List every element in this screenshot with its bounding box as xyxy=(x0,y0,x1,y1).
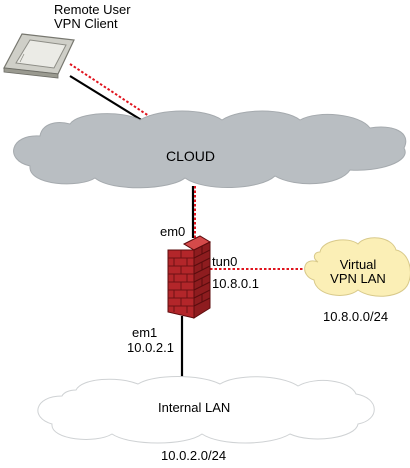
client-uplink xyxy=(69,75,144,122)
cloud-label: CLOUD xyxy=(166,148,216,164)
client-label-line2: VPN Client xyxy=(54,16,118,31)
internal-lan-cloud-icon xyxy=(37,376,375,444)
vpn-lan-subnet-label: 10.8.0.0/24 xyxy=(323,309,389,324)
internet-cloud-icon xyxy=(13,110,407,189)
vpn-lan-label-line2: VPN LAN xyxy=(330,271,386,286)
firewall-wan-interface-label: em0 xyxy=(160,224,186,239)
firewall-tunnel-ip-label: 10.8.0.1 xyxy=(212,276,259,291)
internal-lan-subnet-label: 10.0.2.0/24 xyxy=(161,448,227,463)
vpn-lan-cloud-icon xyxy=(304,237,410,297)
client-label-line1: Remote User xyxy=(54,2,131,17)
firewall-lan-interface-label: em1 xyxy=(132,325,158,340)
internal-lan-label: Internal LAN xyxy=(158,400,231,415)
firewall-lan-ip-label: 10.0.2.1 xyxy=(127,340,174,355)
firewall-tunnel-interface-label: tun0 xyxy=(212,254,238,269)
firewall-icon xyxy=(167,235,212,319)
laptop-icon xyxy=(3,33,75,79)
vpn-lan-label-line1: Virtual xyxy=(339,257,377,272)
client-vpn-tunnel-link xyxy=(69,63,153,119)
